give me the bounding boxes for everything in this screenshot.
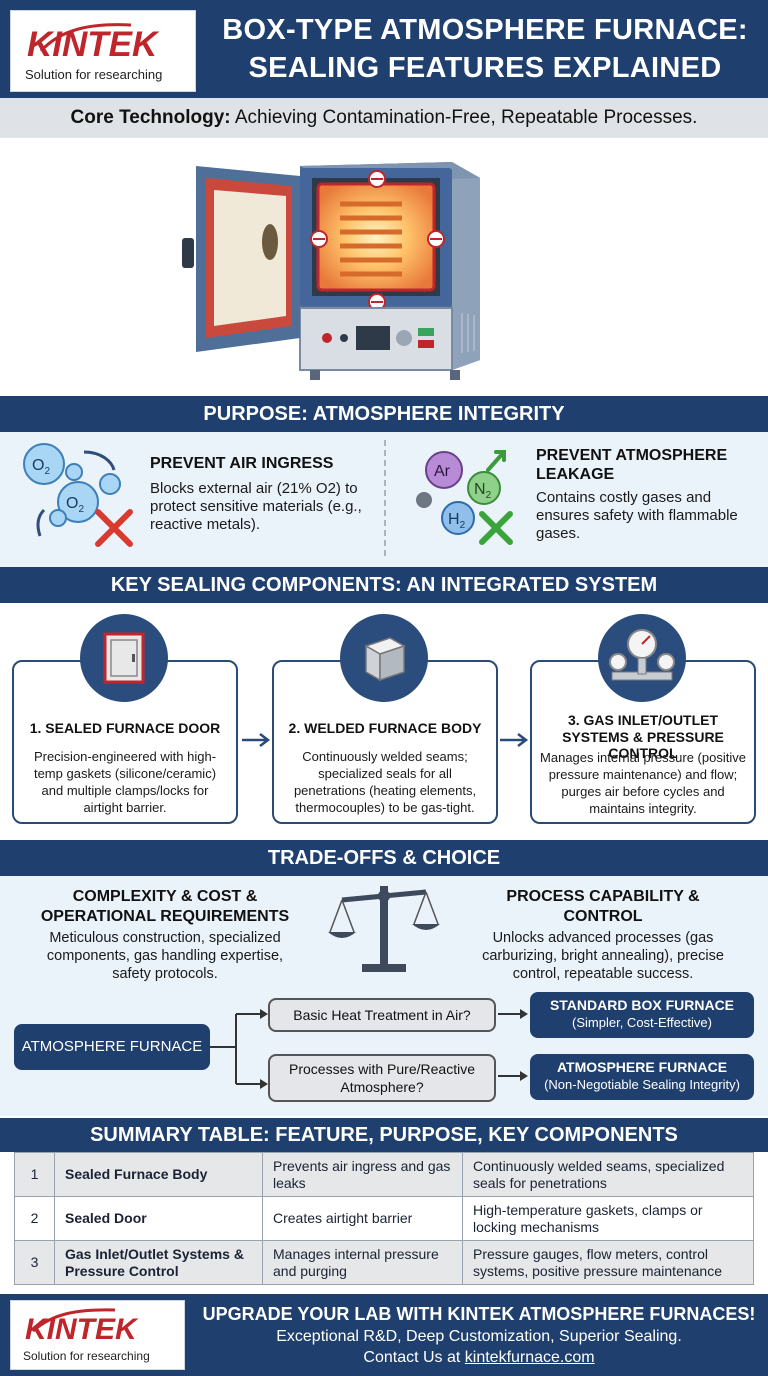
tradeoff-right-title-2: CONTROL [563,908,643,925]
oxygen-molecules-icon: O2 O2 [23,443,133,547]
page-title-line1: BOX-TYPE ATMOSPHERE FURNACE: [222,14,748,46]
subtitle-rest: Achieving Contamination-Free, Repeatable… [230,107,698,128]
purpose-left-title: PREVENT AIR INGRESS [150,455,334,472]
table-row: 2 Sealed Door Creates airtight barrier H… [14,1196,754,1241]
tradeoff-left-body: Meticulous construction, specialized com… [46,930,284,982]
component-title-gas-1: 3. GAS INLET/OUTLET [567,712,719,728]
logo-swoosh-icon [39,23,132,53]
component-body-gas: Manages internal pressure (positive pres… [540,750,746,816]
flow-question-reactive: Processes with Pure/Reactive Atmosphere? [268,1054,496,1102]
flow-result-standard-sub: (Simpler, Cost-Effective) [572,1015,712,1030]
table-cell-components: Pressure gauges, flow meters, control sy… [462,1240,754,1285]
kintek-logo[interactable]: KINTEK Solution for researching [10,10,196,92]
tradeoffs-heading: TRADE-OFFS & CHOICE [0,840,768,876]
footer-logo-wordmark: KINTEK [25,1313,137,1346]
arrow-right-icon [242,733,271,747]
purpose-left-body: Blocks external air (21% O2) to protect … [150,480,362,533]
footer-logo-swoosh-icon [31,1308,116,1333]
footer-tagline: Exceptional R&D, Deep Customization, Sup… [276,1328,682,1345]
subtitle-bar: Core Technology: Achieving Contamination… [0,98,768,138]
tradeoff-right-body: Unlocks advanced processes (gas carburiz… [482,930,724,982]
door-icon [80,614,168,702]
balance-scale-icon [328,886,440,972]
o2-label-a: O2 [32,457,50,477]
hero-illustration [0,138,768,394]
tradeoff-left-title-1: COMPLEXITY & COST & [72,888,258,905]
footer-contact: Contact Us at kintekfurnace.com [190,1349,768,1367]
purpose-heading: PURPOSE: ATMOSPHERE INTEGRITY [0,396,768,432]
h2-label: H2 [448,511,466,531]
purpose-right-body: Contains costly gases and ensures safety… [536,489,738,542]
summary-heading: SUMMARY TABLE: FEATURE, PURPOSE, KEY COM… [0,1118,768,1152]
ar-label: Ar [434,463,451,480]
flow-start-atmosphere-furnace: ATMOSPHERE FURNACE [14,1024,210,1070]
components-heading: KEY SEALING COMPONENTS: AN INTEGRATED SY… [0,567,768,603]
pressure-gauge-icon [598,614,686,702]
furnace-illustration-icon [182,162,480,380]
component-title-body: 2. WELDED FURNACE BODY [288,720,482,736]
gas-molecules-icon: Ar N2 H2 [416,450,513,545]
table-cell-purpose: Creates airtight barrier [262,1196,463,1241]
component-body-body: Continuously welded seams; specialized s… [293,749,477,815]
purpose-divider [384,440,386,556]
table-cell-components: Continuously welded seams, specialized s… [462,1152,754,1197]
table-row: 3 Gas Inlet/Outlet Systems & Pressure Co… [14,1240,754,1285]
summary-table: 1 Sealed Furnace Body Prevents air ingre… [14,1152,754,1285]
table-cell-components: High-temperature gaskets, clamps or lock… [462,1196,754,1241]
flow-result-atmosphere-sub: (Non-Negotiable Sealing Integrity) [544,1077,740,1092]
flow-result-atmosphere-title: ATMOSPHERE FURNACE [556,1059,728,1075]
table-cell-purpose: Prevents air ingress and gas leaks [262,1152,463,1197]
purpose-right-title-2: LEAKAGE [536,466,615,483]
component-body-door: Precision-engineered with high-temp gask… [33,749,217,815]
subtitle-bold: Core Technology: [70,107,231,128]
o2-label-b: O2 [66,495,84,515]
flow-result-atmosphere: ATMOSPHERE FURNACE (Non-Negotiable Seali… [530,1054,754,1100]
table-cell-num: 2 [14,1196,55,1241]
footer-contact-prefix: Contact Us at [363,1349,465,1366]
cube-icon [340,614,428,702]
page-title-line2: SEALING FEATURES EXPLAINED [248,52,722,84]
table-cell-feature: Sealed Furnace Body [54,1152,263,1197]
n2-label: N2 [474,481,492,501]
tradeoff-left-title-2: OPERATIONAL REQUIREMENTS [40,908,290,925]
flow-result-standard-title: STANDARD BOX FURNACE [549,997,735,1013]
tradeoff-right-title-1: PROCESS CAPABILITY & [506,888,700,905]
component-title-gas-2: SYSTEMS & PRESSURE CONTROL [562,729,724,761]
logo-wordmark: KINTEK [27,25,158,64]
flow-arrow-1 [498,1009,528,1019]
arrow-right-icon-2 [500,733,529,747]
table-cell-feature: Gas Inlet/Outlet Systems & Pressure Cont… [54,1240,263,1285]
footer-contact-link[interactable]: kintekfurnace.com [464,1349,595,1366]
table-row: 1 Sealed Furnace Body Prevents air ingre… [14,1152,754,1197]
table-cell-feature: Sealed Door [54,1196,263,1241]
footer-headline: UPGRADE YOUR LAB WITH KINTEK ATMOSPHERE … [202,1304,756,1324]
flow-result-standard-box: STANDARD BOX FURNACE (Simpler, Cost-Effe… [530,992,754,1038]
logo-tagline: Solution for researching [25,67,163,82]
purpose-right-title-1: PREVENT ATMOSPHERE [536,447,728,464]
flow-arrow-2 [498,1071,528,1081]
footer-kintek-logo[interactable]: KINTEK Solution for researching [10,1300,185,1370]
flow-question-air: Basic Heat Treatment in Air? [268,998,496,1032]
table-cell-num: 3 [14,1240,55,1285]
table-cell-num: 1 [14,1152,55,1197]
table-cell-purpose: Manages internal pressure and purging [262,1240,463,1285]
flow-branch-connector [210,1009,268,1089]
component-title-door: 1. SEALED FURNACE DOOR [29,720,221,736]
footer-logo-tagline: Solution for researching [23,1349,150,1363]
